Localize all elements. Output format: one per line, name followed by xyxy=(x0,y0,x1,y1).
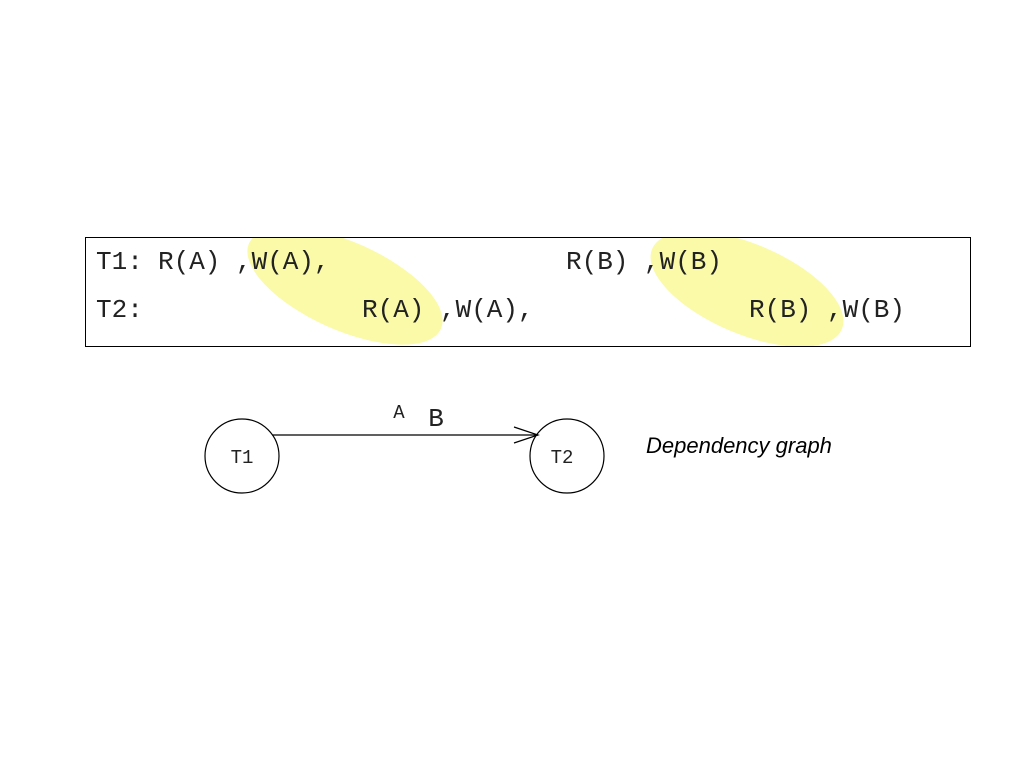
t2-op-write-b: ,W(B) xyxy=(827,295,906,325)
node-t1-label: T1 xyxy=(231,447,254,469)
t2-op-read-a: R(A) xyxy=(362,295,425,325)
t2-label: T2: xyxy=(96,295,143,325)
t1-op-write-a: ,W(A), xyxy=(236,247,330,277)
t2-op-read-b: R(B) xyxy=(749,295,812,325)
schedule-box: T1: R(A) ,W(A), R(B) ,W(B) T2: R(A) ,W(A… xyxy=(85,237,971,347)
t1-label: T1: xyxy=(96,247,143,277)
node-t2 xyxy=(529,418,605,494)
t1-op-write-b: ,W(B) xyxy=(644,247,723,277)
graph-caption: Dependency graph xyxy=(646,433,832,458)
t1-op-read-b: R(B) xyxy=(566,247,629,277)
edge-label-a: A xyxy=(393,402,405,424)
t2-op-write-a: ,W(A), xyxy=(440,295,534,325)
t1-op-read-a: R(A) xyxy=(158,247,221,277)
edge-label-b: B xyxy=(428,404,444,434)
arrowhead xyxy=(513,426,540,444)
node-t1 xyxy=(204,418,280,494)
node-t2-label: T2 xyxy=(551,447,574,469)
